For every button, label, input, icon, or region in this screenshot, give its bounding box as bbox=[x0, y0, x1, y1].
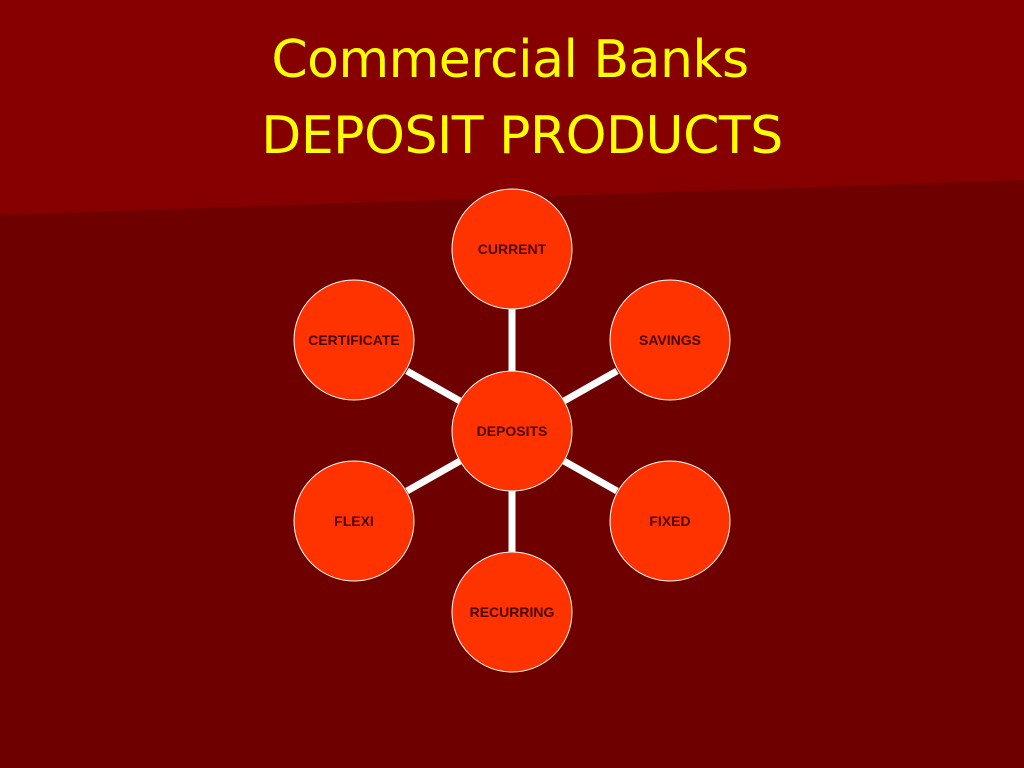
slide-title-line-2: DEPOSIT PRODUCTS bbox=[261, 106, 783, 166]
node-label-current: CURRENT bbox=[478, 241, 547, 257]
connectors bbox=[405, 309, 619, 553]
node-recurring: RECURRING bbox=[451, 551, 573, 673]
node-circle bbox=[293, 460, 415, 582]
node-label-certificate: CERTIFICATE bbox=[308, 332, 400, 348]
node-current: CURRENT bbox=[451, 188, 573, 310]
node-label-savings: SAVINGS bbox=[639, 332, 701, 348]
node-circle bbox=[293, 279, 415, 401]
connector-certificate bbox=[405, 367, 462, 405]
center-circle bbox=[451, 370, 573, 492]
node-circle bbox=[609, 279, 731, 401]
node-label-flexi: FLEXI bbox=[334, 513, 374, 529]
connector-savings bbox=[562, 367, 619, 405]
node-circle bbox=[609, 460, 731, 582]
connector-fixed bbox=[562, 457, 619, 495]
node-savings: SAVINGS bbox=[609, 279, 731, 401]
node-center-deposits: DEPOSITS bbox=[451, 370, 573, 492]
node-label-recurring: RECURRING bbox=[470, 604, 555, 620]
node-circle bbox=[451, 188, 573, 310]
node-fixed: FIXED bbox=[609, 460, 731, 582]
node-label-fixed: FIXED bbox=[649, 513, 690, 529]
node-circle bbox=[451, 551, 573, 673]
node-flexi: FLEXI bbox=[293, 460, 415, 582]
node-certificate: CERTIFICATE bbox=[293, 279, 415, 401]
center-label: DEPOSITS bbox=[477, 423, 548, 439]
connector-flexi bbox=[405, 457, 462, 495]
slide-title-line-1: Commercial Banks bbox=[271, 30, 749, 90]
